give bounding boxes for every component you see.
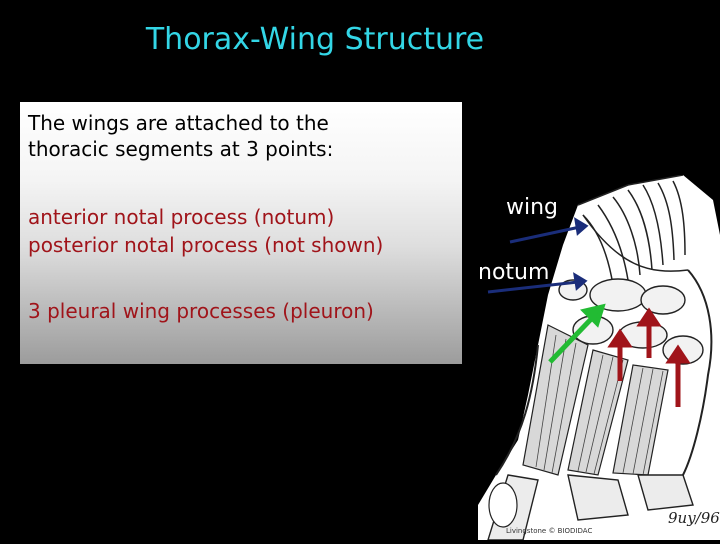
thorax-wing-illustration: wing notum Livingstone © BIODIDAC 9uy/96 [478,174,720,541]
point-pleural-processes: 3 pleural wing processes (pleuron) [28,299,374,323]
intro-line-1: The wings are attached to the [28,111,329,135]
wing-label: wing [506,195,559,220]
point-posterior-notal: posterior notal process (not shown) [28,233,384,257]
image-credit: Livingstone © BIODIDAC [506,527,593,535]
notum-label: notum [478,260,550,285]
artist-signature: 9uy/96 [668,509,720,527]
text-box: The wings are attached to the thoracic s… [20,102,462,364]
intro-line-2: thoracic segments at 3 points: [28,137,334,161]
thorax-drawing [478,174,720,541]
slide-title: Thorax-Wing Structure [145,22,485,57]
point-anterior-notal: anterior notal process (notum) [28,205,335,229]
